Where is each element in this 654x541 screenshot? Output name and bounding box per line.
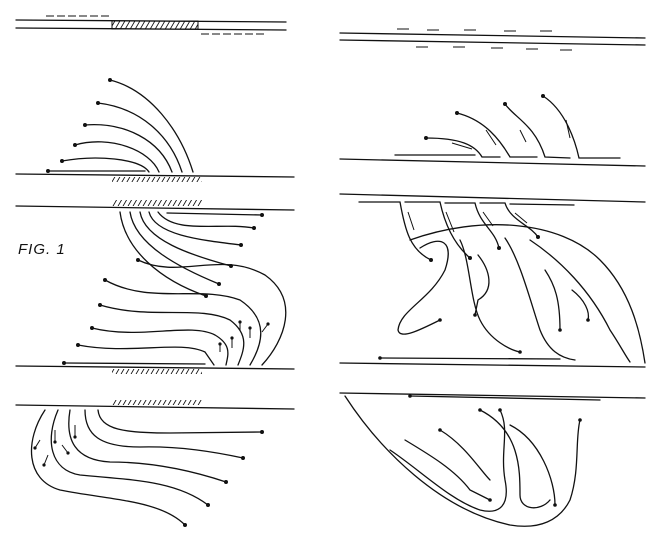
panel-f-duplex (339, 28, 646, 51)
panel-h-lower-branches (339, 193, 646, 262)
panel-g-upper-branches (339, 94, 646, 167)
panel-d-upper-dome (15, 258, 295, 374)
panel-e-lower-dome (15, 400, 295, 527)
panel-j-lower-dome (339, 392, 646, 527)
panel-i-upper-dome (339, 224, 646, 368)
panel-a-duplex (15, 15, 287, 35)
figure-label: FIG. 1 (18, 241, 66, 258)
primer-arrows-top (46, 15, 264, 35)
panel-c-lower-branches (15, 200, 295, 298)
panel-b-upper-branches (15, 78, 295, 182)
